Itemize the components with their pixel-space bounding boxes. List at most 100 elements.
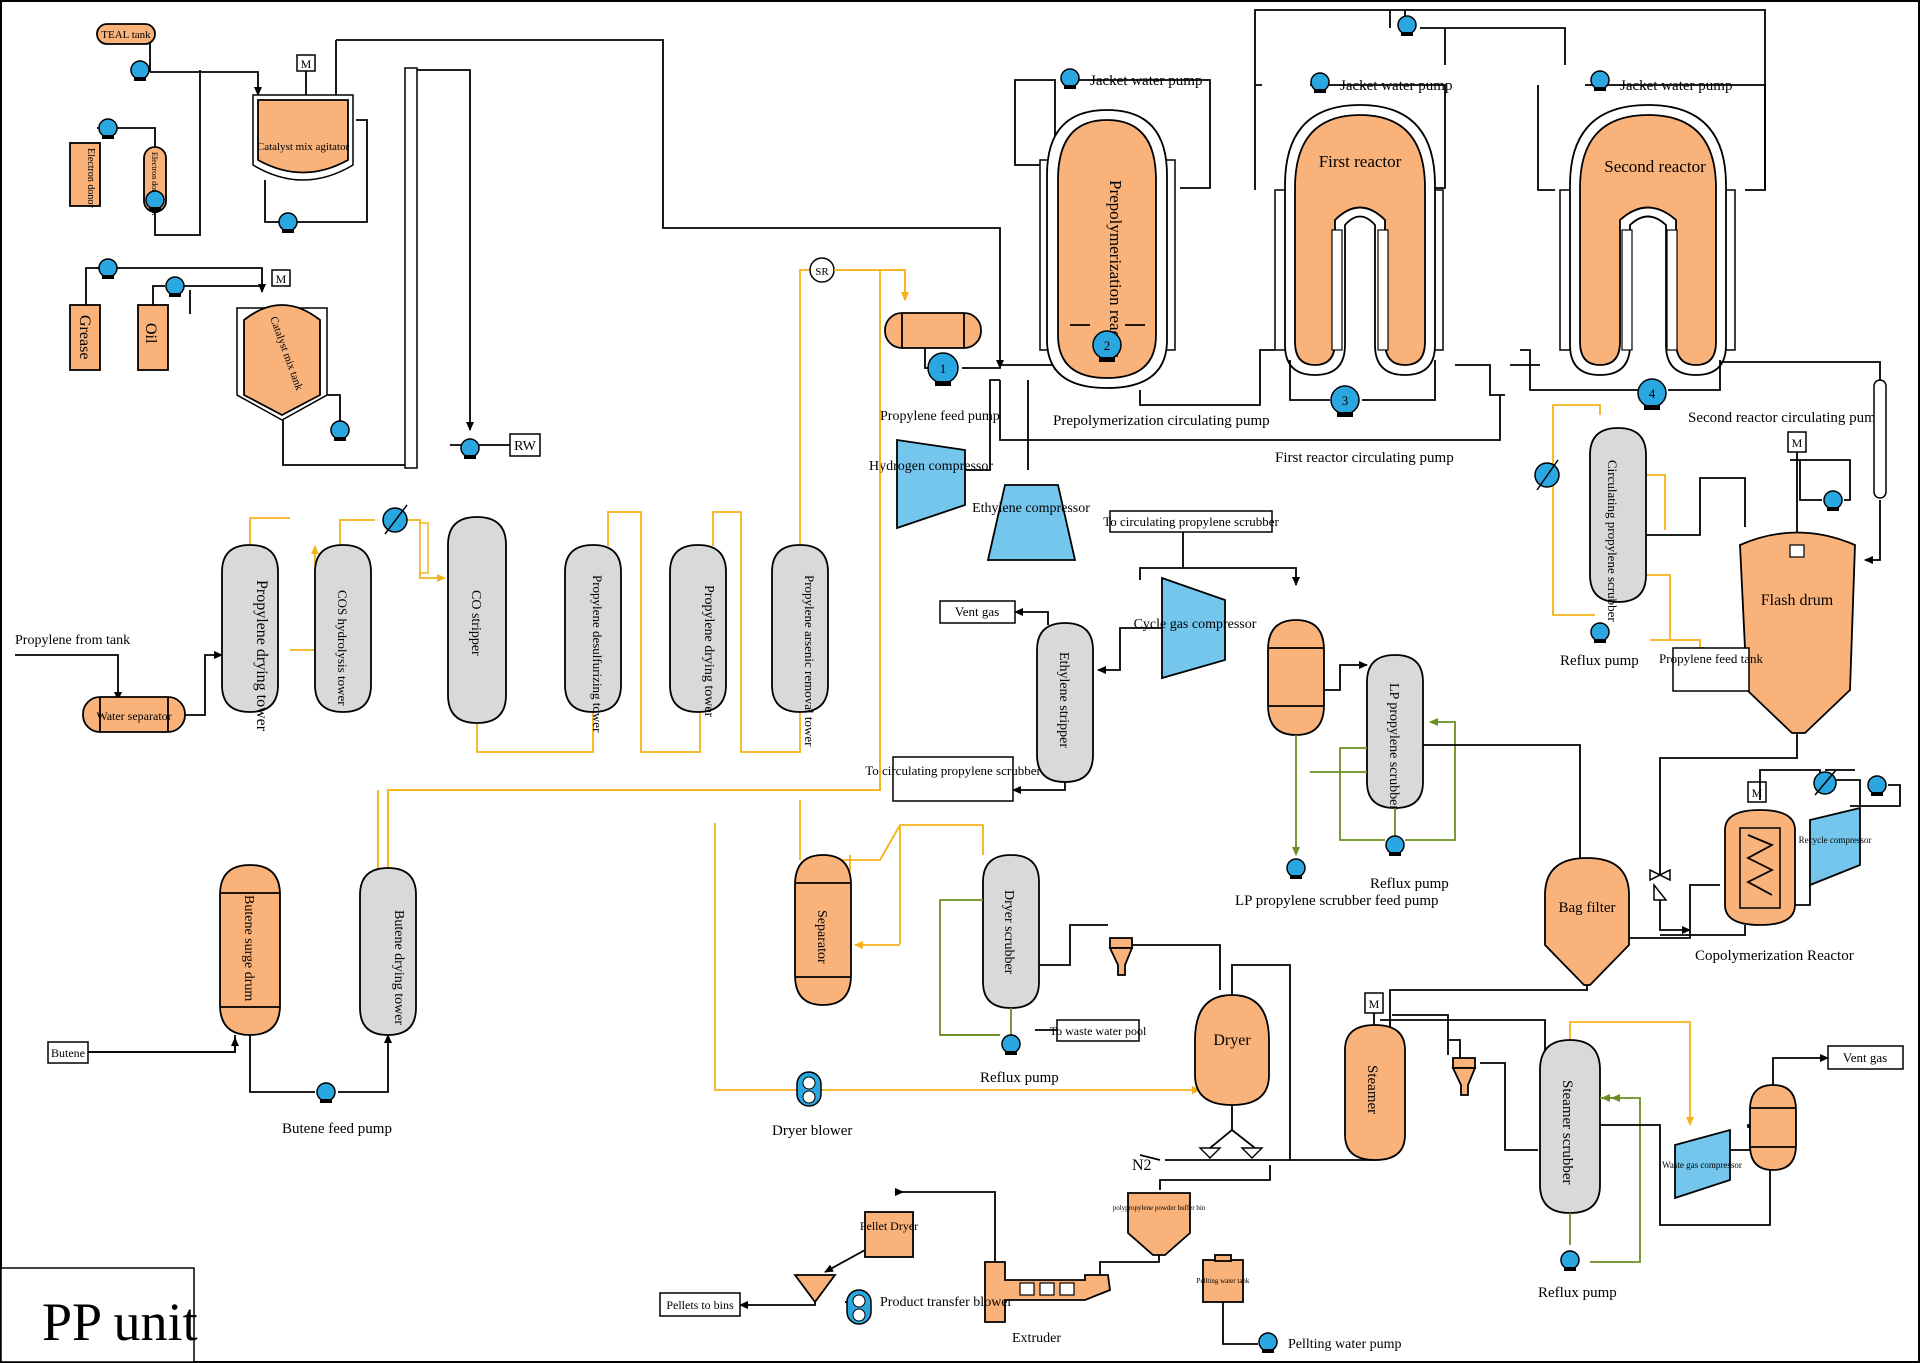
hydrogen-compressor [896,438,966,530]
rw-label: RW [514,439,537,454]
bag-filter [1544,857,1630,986]
pelleting-pump-label: Pellting water pump [1288,1337,1402,1352]
pellet-dryer-label: Pellet Dryer [860,1219,918,1233]
temp-regulator-3-icon [1813,769,1837,796]
recycle-compressor [1809,806,1861,887]
first-reactor: First reactor 3 [1254,9,1766,417]
dryer-label: Dryer [1213,1032,1251,1049]
steamer-motor-label: M [1369,997,1380,1011]
teal-tank-label: TEAL tank [101,29,151,41]
flash-drum-pump-icon [1823,490,1843,512]
sr-label: SR [815,266,829,278]
jacket-pump-label-2: Jacket water pump [1340,78,1452,94]
rotary-valve-2 [1240,1147,1264,1159]
circulating-propylene-scrubber: Circulating propylene scrubber [1589,427,1647,622]
second-pump-label-line1: Second reactor circulating pump [1688,410,1883,426]
propylene-drying-tower-2-label: Propylene drying tower [701,585,716,718]
butene-feed-pump-icon [316,1082,336,1104]
electron-donor-tank-label: Electron donor tank [150,152,159,216]
ethylene-compressor [986,484,1077,561]
powder-buffer-bin-label: polypropylene powder buffer bin [1113,1204,1206,1212]
jacket-pump-label-1: Jacket water pump [1090,73,1202,89]
propylene-feed-pump-label: Propylene feed pump [880,409,1000,424]
hydrogen-compressor-label: Hydrogen compressor [869,459,993,474]
catalyst-mix-tank [243,304,321,417]
grease-pump-icon [98,258,118,280]
to-scrubber-bottom-label: To circulating propylene scrubber [865,763,1041,778]
ethylene-stripper-label: Ethylene stripper [1056,652,1071,748]
pelleting-water-tank-label: Pellting water tank [1197,1277,1250,1285]
pellets-to-bins-box [659,1292,741,1317]
heater-element [419,522,429,574]
butene-surge-drum-label: Butene surge drum [241,895,256,1001]
recycle-compressor-label: Recycle compressor [1799,835,1872,845]
co-stripper-label: CO stripper [468,590,483,656]
reflux-pump-steamer-icon [1560,1250,1580,1272]
reflux-pump-lp-icon [1385,835,1405,857]
tower-arsenic-removal: Propylene arsenic removal tower [771,544,829,747]
lp-feed-pump-icon [1286,858,1306,880]
butene-feed-pump-label: Butene feed pump [282,1121,392,1137]
cycle-gas-compressor-label: Cycle gas compressor [1134,617,1257,632]
dryer-blower-icon [796,1071,822,1107]
tower-cos-hydrolysis: COS hydrolysis tower [314,544,372,713]
rw-box [509,433,541,457]
butene-drying-tower: Butene drying tower [359,867,417,1036]
lp-propylene-scrubber: LP propylene scrubber [1366,654,1424,810]
lp-feed-pump-label: LP propylene scrubber feed pump [1235,893,1439,909]
propylene-feed-tank-box [1672,647,1750,692]
desulfurizing-label: Propylene desulfurizing tower [590,575,605,733]
pellet-hopper [793,1274,837,1304]
teal-pump-icon [130,60,150,82]
agitator-pump-icon [278,212,298,234]
catalyst-mix-agitator-label: Catalyst mix agitator [257,141,350,153]
prepolymerization-label: Prepolymerization reactor [1106,180,1125,357]
prepoly-pump-label: Prepolymerization circulating pump [1053,413,1270,429]
first-reactor-label: First reactor [1319,152,1402,171]
to-waste-water-label: To waste water pool [1050,1024,1147,1038]
separator: Separator [794,854,852,1006]
temp-regulator-2-icon [1534,459,1560,491]
grease-label: Grease [76,315,93,359]
water-separator [82,696,186,733]
propylene-feed-drum [884,312,982,349]
flash-drum-label: Flash drum [1761,592,1834,609]
electron-donor-tank [69,142,101,207]
to-scrubber-top-label: To circulating propylene scrubber [1103,514,1279,529]
propylene-feed-tank-label: Propylene feed tank [1659,651,1763,666]
ethylene-compressor-label: Ethylene compressor [972,501,1090,516]
copoly-motor [1747,781,1767,803]
tower-co-stripper: CO stripper [447,516,507,724]
arsenic-removal-label: Propylene arsenic removal tower [802,575,817,747]
pelleting-pump-icon [1258,1332,1278,1354]
vent-gas-label-1: Vent gas [955,604,999,619]
pump-2-number: 2 [1104,338,1111,353]
copolymerization-label: Copolymerization Reactor [1695,948,1854,964]
propylene-from-tank-label: Propylene from tank [15,633,130,648]
cos-hydrolysis-label: COS hydrolysis tower [335,590,350,706]
oil-label: Oil [142,323,159,344]
ethylene-stripper: Ethylene stripper [1036,622,1094,783]
control-valve-icon [1649,868,1671,901]
mix-tank-motor [271,269,291,287]
electron-donor-label: Electron donor [85,148,96,208]
tower-propylene-drying-2: Propylene drying tower [669,544,727,718]
butene-surge-drum: Butene surge drum [219,864,281,1036]
butene-label: Butene [51,1046,85,1060]
to-scrubber-top-box [1109,510,1273,533]
vent-gas-label-2: Vent gas [1843,1050,1887,1065]
waste-gas-separator [1749,1084,1797,1171]
catalyst-column [404,67,418,469]
pump-4-number: 4 [1649,386,1656,401]
pellets-to-bins-label: Pellets to bins [666,1298,734,1312]
second-reactor-label: Second reactor [1604,157,1706,176]
page-title: PP unit [42,1292,198,1352]
electron-donor-pump-icon [98,118,118,140]
circ-scrubber-label: Circulating propylene scrubber [1605,460,1620,622]
oil-tank [137,304,169,371]
prepolymerization-reactor: Prepolymerization reactor 2 [1014,68,1211,389]
water-separator-label: Water separator [96,709,171,723]
dryer-blower-label: Dryer blower [772,1123,852,1139]
